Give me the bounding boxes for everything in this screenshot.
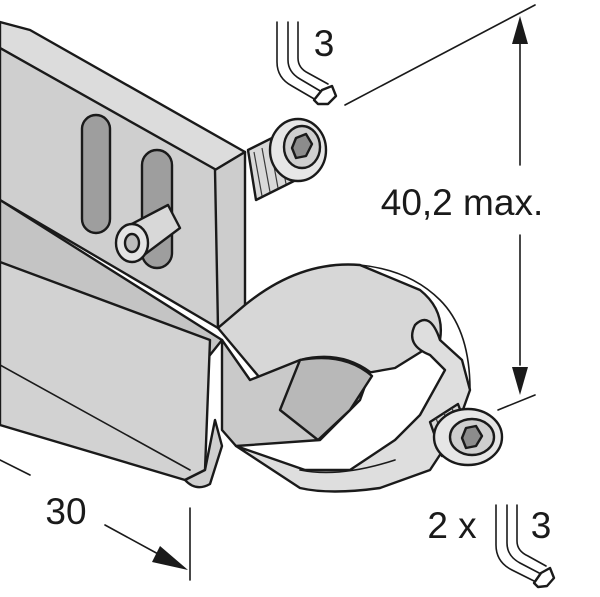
clamp-jaw	[220, 264, 472, 493]
width-dimension: 30	[0, 459, 191, 581]
bottom-screw	[428, 402, 504, 467]
height-dimension: 40,2 max.	[344, 4, 543, 411]
top-wrench-size-label: 3	[314, 23, 335, 64]
hex-key-icon: 3	[276, 21, 338, 106]
top-screw	[246, 117, 328, 202]
bottom-wrench-size-label: 3	[531, 505, 552, 546]
height-dimension-label: 40,2 max.	[381, 182, 543, 223]
hex-key-icon: 2 x 3	[427, 504, 556, 589]
width-dimension-label: 30	[45, 491, 86, 532]
slot-pin	[114, 203, 182, 264]
bottom-wrench-count-label: 2 x	[427, 505, 477, 546]
